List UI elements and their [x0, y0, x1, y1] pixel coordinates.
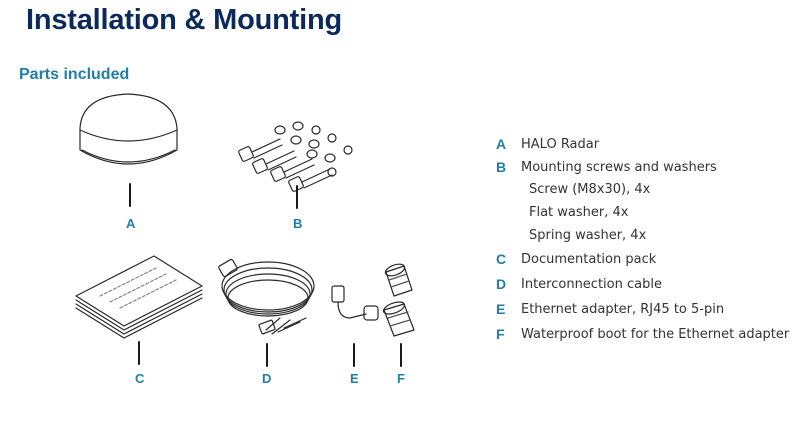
screws-washers-drawing	[238, 121, 353, 209]
interconnection-cable-drawing	[218, 258, 315, 367]
figure-label-b: B	[293, 216, 302, 231]
figure-label-d: D	[262, 371, 271, 386]
figure-label-a: A	[126, 216, 136, 231]
documentation-pack-drawing	[75, 255, 203, 365]
waterproof-boot-drawing	[382, 263, 415, 367]
radar-dome-drawing	[79, 93, 178, 207]
figure-label-c: C	[135, 371, 145, 386]
page-title: Installation & Mounting	[26, 4, 342, 36]
figure-label-f: F	[397, 371, 405, 386]
section-subtitle: Parts included	[19, 66, 130, 83]
ethernet-adapter-drawing	[331, 285, 379, 367]
figure-label-e: E	[350, 371, 359, 386]
